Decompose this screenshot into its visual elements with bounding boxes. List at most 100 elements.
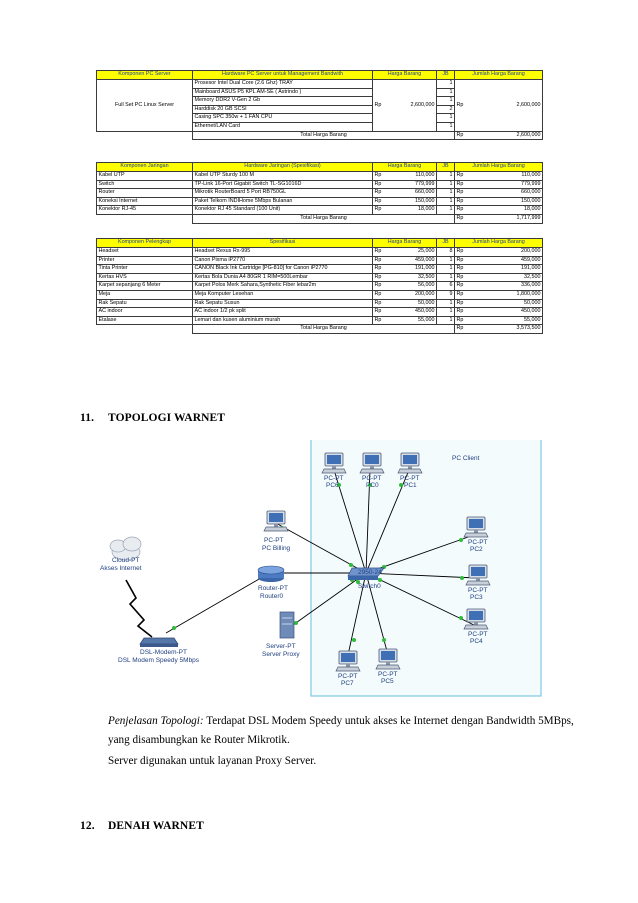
server-name-label: Server Proxy	[262, 651, 300, 658]
spec-cell: AC indoor 1/2 pk split	[192, 307, 373, 317]
spec-cell: Paket Telkom INDIHome 5Mbps Bulanan	[192, 196, 373, 207]
price-cell: 50,000	[386, 298, 437, 309]
currency: Rp	[454, 213, 469, 224]
header-cell: Harga Barang	[372, 238, 437, 248]
qty-cell: 1	[436, 272, 455, 283]
header-cell: Hardware PC Server untuk Management Band…	[192, 70, 373, 80]
pc-server-table: Komponen PC Server Hardware PC Server un…	[96, 70, 544, 141]
amount-cell: 110,000	[468, 171, 544, 181]
header-cell: Jumlah Harga Barang	[453, 70, 544, 80]
currency: Rp	[372, 289, 387, 300]
header-cell: Harga Barang	[372, 70, 437, 80]
currency: Rp	[454, 130, 469, 141]
spec-cell: Meja Komputer Lesehan	[192, 289, 373, 300]
header-cell: Spesifikasi	[192, 238, 373, 248]
pc-name-label: PC0	[366, 482, 379, 489]
total-value: 3,573,500	[468, 324, 544, 334]
component-cell: Karpet sepanjang 6 Meter	[96, 281, 193, 291]
router-icon	[257, 565, 285, 582]
header-cell: Komponen Pelengkap	[96, 238, 193, 248]
component-cell: Router	[96, 188, 193, 198]
currency: Rp	[454, 247, 469, 257]
currency: Rp	[372, 79, 387, 132]
switch-type-label: 2950-24	[358, 569, 382, 576]
pc-type-label: PC-PT	[338, 673, 358, 680]
component-cell: Rak Sepatu	[96, 298, 193, 309]
pc-icon	[463, 516, 489, 538]
amount-cell: 55,000	[468, 315, 544, 326]
price-cell: 459,000	[386, 255, 437, 266]
qty-cell: 6	[436, 281, 455, 291]
qty-cell: 1	[436, 255, 455, 266]
accessories-table: Komponen Pelengkap Spesifikasi Harga Bar…	[96, 238, 544, 334]
table-header-row: Komponen PC Server Hardware PC Server un…	[96, 70, 544, 80]
pc-type-label: PC-PT	[400, 475, 420, 482]
section-title: DENAH WARNET	[108, 820, 204, 832]
item-name: Casing SPC 350w + 1 FAN CPU	[192, 113, 373, 123]
component-cell: Tinta Printer	[96, 264, 193, 274]
component-cell: Printer	[96, 255, 193, 266]
currency: Rp	[454, 79, 469, 132]
qty: 2	[436, 104, 455, 115]
billing-pc-name-label: PC Billing	[262, 545, 291, 552]
component-cell: Headset	[96, 247, 193, 257]
switch-name-label: Switch0	[358, 583, 381, 590]
spec-cell: Konektor RJ 45 Standard (100 Unit)	[192, 205, 373, 215]
total-label: Total Harga Barang	[192, 324, 455, 334]
pc-type-label: PC-PT	[378, 671, 398, 678]
spec-cell: Mikrotik RouterBoard 5 Port RB750GL	[192, 188, 373, 198]
currency: Rp	[372, 205, 387, 215]
pc-icon	[465, 564, 491, 586]
header-cell: Komponen PC Server	[96, 70, 193, 80]
qty: 1	[436, 79, 455, 89]
component-cell: Kertas HVS	[96, 272, 193, 283]
qty-cell: 1	[436, 315, 455, 326]
section-number: 12.	[80, 820, 95, 832]
header-cell: Jumlah Harga Barang	[453, 162, 544, 172]
item-name: Mainboard ASUS P5 KPL AM-SE ( Astrindo )	[192, 87, 373, 98]
currency: Rp	[372, 247, 387, 257]
header-cell: Hardware Jaringan (Spesifikasi)	[192, 162, 373, 172]
pc-type-label: PC-PT	[324, 475, 344, 482]
price-cell: 56,000	[386, 281, 437, 291]
qty-cell: 1	[436, 298, 455, 309]
group-label: Full Set PC Linux Server	[96, 79, 193, 132]
header-cell: Jumlah Harga Barang	[453, 238, 544, 248]
currency: Rp	[454, 205, 469, 215]
pc-type-label: PC-PT	[468, 587, 488, 594]
pc-icon	[335, 650, 361, 672]
qty: 1	[436, 113, 455, 123]
section-number: 11.	[80, 412, 95, 424]
topology-explanation: Penjelasan Topologi: Terdapat DSL Modem …	[108, 712, 578, 750]
price-cell: 150,000	[386, 196, 437, 207]
pc-name-label: PC4	[470, 638, 483, 645]
section-heading-floorplan: 12. DENAH WARNET	[80, 820, 204, 832]
cloud-icon	[109, 536, 142, 561]
amount-cell: 336,000	[468, 281, 544, 291]
table-header-row: Komponen Pelengkap Spesifikasi Harga Bar…	[96, 238, 544, 248]
total-label: Total Harga Barang	[192, 213, 455, 224]
currency: Rp	[454, 264, 469, 274]
spec-cell: Canon Pixma iP2770	[192, 255, 373, 266]
client-area-label: PC Client	[452, 455, 480, 462]
switch-icon	[347, 567, 385, 580]
currency: Rp	[372, 255, 387, 266]
component-cell: AC indoor	[96, 307, 193, 317]
pc-name-label: PC7	[341, 680, 354, 687]
total-value: 1,717,999	[468, 213, 544, 224]
price-cell: 32,500	[386, 272, 437, 283]
currency: Rp	[372, 171, 387, 181]
section-heading-topology: 11.TOPOLOGI WARNET	[80, 412, 225, 424]
table-header-row: Komponen Jaringan Hardware Jaringan (Spe…	[96, 162, 544, 172]
qty-cell: 8	[436, 247, 455, 257]
server-type-label: Server-PT	[266, 643, 296, 650]
